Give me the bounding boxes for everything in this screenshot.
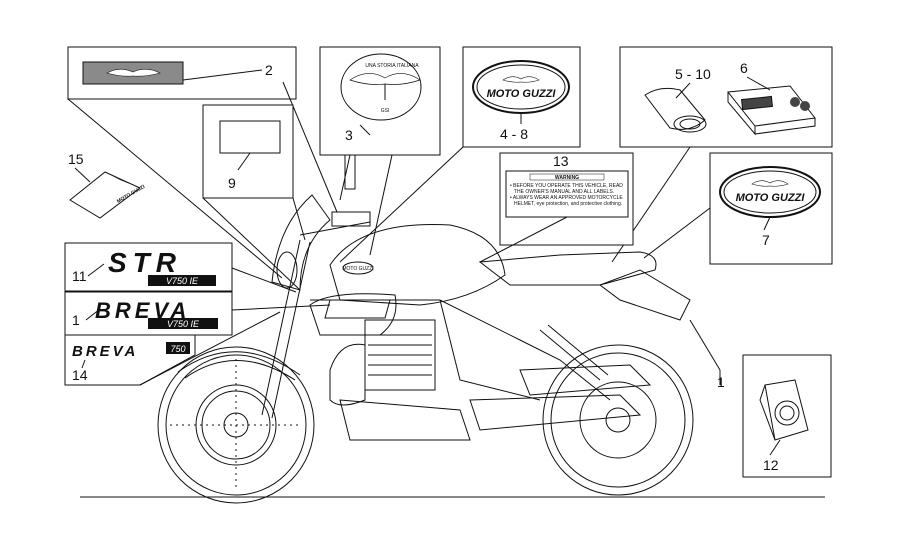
callout-15: 15 xyxy=(68,151,84,167)
part-12-toolkit: 12 xyxy=(742,354,832,478)
part-14-breva-sticker: BREVA 750 14 xyxy=(64,311,281,386)
callout-6: 6 xyxy=(740,60,748,76)
part-15-flag: 15 MOTO GUZZI xyxy=(68,151,147,219)
manual-book-icon xyxy=(727,85,816,136)
v750ie-label-2: V750 IE xyxy=(167,319,200,329)
moto-guzzi-wordmark: MOTO GUZZI xyxy=(487,88,557,100)
warning-title: WARNING xyxy=(555,175,579,181)
callout-11: 11 xyxy=(72,268,87,284)
part-2-badge: 2 xyxy=(67,46,338,213)
callout-1-rear: 1 xyxy=(717,374,725,390)
callout-13: 13 xyxy=(553,153,569,169)
callout-3: 3 xyxy=(345,127,353,143)
callout-12: 12 xyxy=(763,457,779,473)
tool-pouch-icon xyxy=(644,87,707,133)
part-7-oval-badge: MOTO GUZZI 7 xyxy=(643,152,833,265)
tank-badge-label: MOTO GUZZI xyxy=(342,266,373,272)
callout-9: 9 xyxy=(228,175,236,191)
part-11-str-sticker: STR V750 IE 11 xyxy=(64,242,297,293)
warning-line-4: HELMET, eye protection, and protective c… xyxy=(514,201,622,207)
flag-wordmark: MOTO GUZZI xyxy=(116,184,147,205)
gsi-label: GSI xyxy=(381,108,390,114)
str-wordmark: STR xyxy=(108,247,182,278)
callout-2: 2 xyxy=(265,62,273,78)
moto-guzzi-wordmark-7: MOTO GUZZI xyxy=(736,192,806,204)
breva-small-wordmark: BREVA xyxy=(72,343,138,360)
part-13-warning-label: 13 WARNING • BEFORE YOU OPERATE THIS VEH… xyxy=(479,152,634,263)
callout-4-8: 4 - 8 xyxy=(500,126,528,142)
warning-line-1: • BEFORE YOU OPERATE THIS VEHICLE, READ xyxy=(510,183,623,189)
part-1-breva-sticker: BREVA V750 IE 1 xyxy=(64,291,331,336)
warning-line-3: • ALWAYS WEAR AN APPROVED MOTORCYCLE xyxy=(510,195,623,201)
part-9-sticker: 9 xyxy=(202,104,306,291)
part-3-eagle-sticker: UNA STORIA ITALIANA GSI 3 xyxy=(319,46,441,256)
motorcycle-line-drawing: MOTO GUZZI xyxy=(157,154,721,504)
callout-7: 7 xyxy=(762,232,770,248)
callout-5-10: 5 - 10 xyxy=(675,66,711,82)
part-4-8-oval-badge: MOTO GUZZI 4 - 8 xyxy=(339,46,581,263)
callout-1: 1 xyxy=(72,312,80,328)
una-storia-label: UNA STORIA ITALIANA xyxy=(365,63,419,69)
eagle-emblem-icon xyxy=(106,68,161,77)
warning-line-2: THE OWNER'S MANUAL AND ALL LABELS. xyxy=(514,189,614,195)
model-750-label: 750 xyxy=(170,344,185,354)
part-5-6-box: 5 - 10 6 xyxy=(611,46,833,263)
callout-14: 14 xyxy=(72,367,88,383)
v750ie-label: V750 IE xyxy=(166,276,199,286)
